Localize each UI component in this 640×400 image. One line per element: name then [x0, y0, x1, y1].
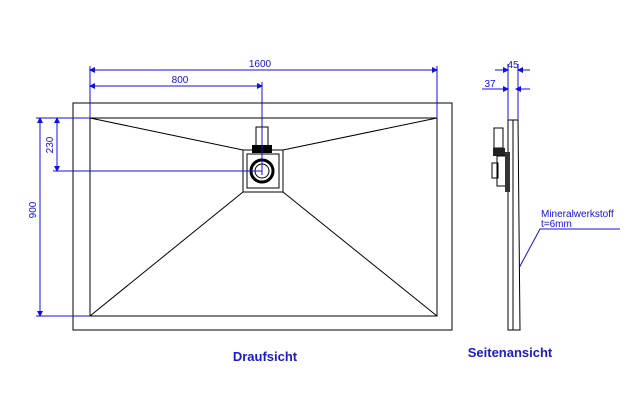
- dimension-37: 37: [482, 79, 530, 92]
- drain: [242, 126, 284, 193]
- dimension-1600: 1600: [89, 59, 438, 118]
- dim-drain-y-label: 230: [45, 136, 56, 153]
- dimension-45: 45: [495, 60, 530, 120]
- material-callout: Mineralwerkstoff t=6mm: [518, 209, 620, 269]
- side-drain: [491, 127, 510, 192]
- dim-37-label: 37: [484, 79, 496, 90]
- tray-inner-edge: [89, 117, 438, 317]
- dim-45-label: 45: [507, 60, 519, 71]
- dim-length-label: 1600: [249, 59, 272, 70]
- dim-width-label: 900: [28, 201, 39, 218]
- side-view-title: Seitenansicht: [468, 345, 553, 360]
- tray-side-slope: [512, 119, 521, 331]
- material-label: Mineralwerkstoff: [541, 209, 614, 220]
- side-view: 45 37 Mineralwerkstoff t=6mm Seitenansic…: [468, 60, 620, 360]
- top-view-title: Draufsicht: [233, 349, 298, 364]
- slope-lines: [89, 117, 438, 317]
- thickness-label: t=6mm: [541, 219, 572, 230]
- top-view: 1600 800 900 230 Draufsicht: [28, 59, 453, 364]
- dimension-800: 800: [89, 75, 263, 175]
- dim-drain-x-label: 800: [172, 75, 189, 86]
- dimension-230: 230: [45, 117, 262, 172]
- dimension-900: 900: [28, 117, 90, 317]
- tray-side-profile: [507, 119, 514, 331]
